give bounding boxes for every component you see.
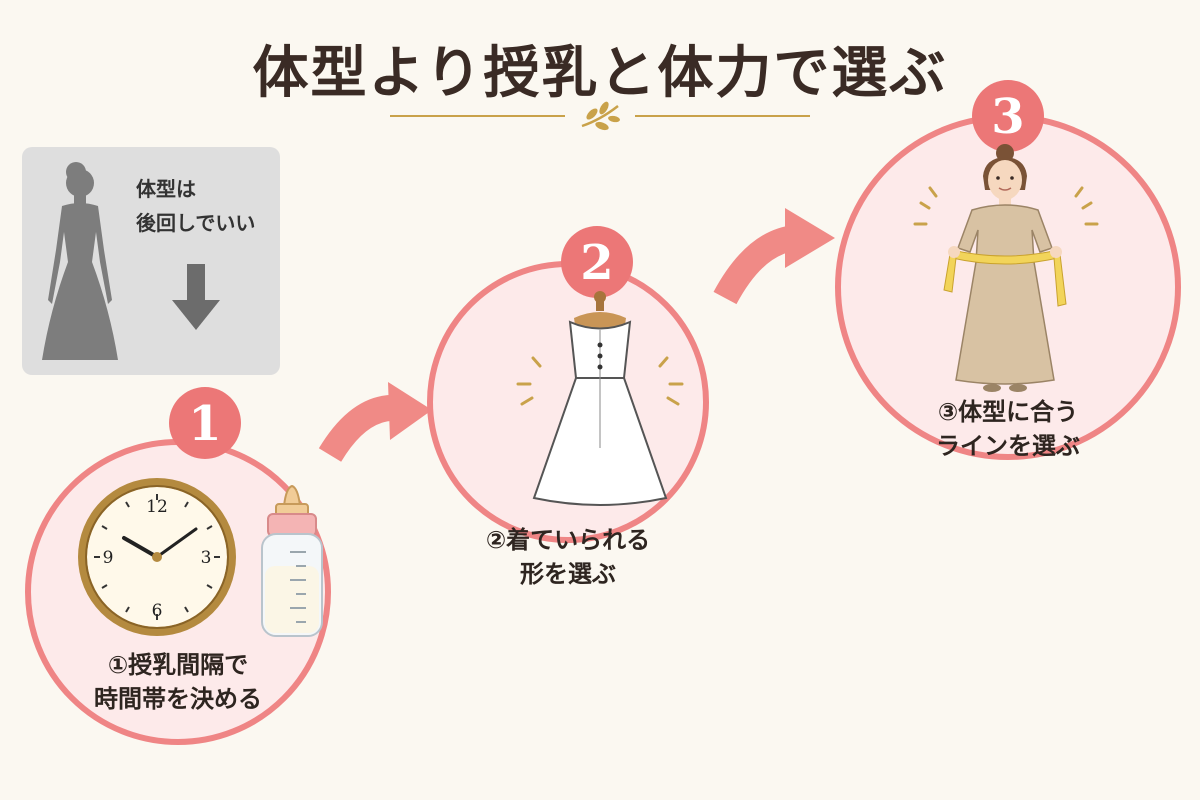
- down-arrow-icon: [172, 264, 220, 330]
- page-title: 体型より授乳と体力で選ぶ: [252, 40, 948, 106]
- clock-number-6: 6: [152, 601, 163, 621]
- aside-box: [22, 147, 280, 375]
- dress-on-mannequin-icon: [516, 291, 684, 506]
- step-3-badge: 3: [972, 80, 1044, 152]
- step-2: 2: [427, 226, 709, 543]
- step-1-label-line-1: ①授乳間隔で: [107, 651, 249, 679]
- step-2-label: ②着ていられる 形を選ぶ: [448, 523, 688, 591]
- clock-number-3: 3: [201, 548, 212, 568]
- aside-line-2: 後回しでいい: [136, 211, 256, 235]
- step-3-label-line-2: ラインを選ぶ: [936, 432, 1080, 460]
- step-1-badge: 1: [169, 387, 241, 459]
- step-3-number: 3: [991, 89, 1024, 145]
- wall-clock-icon: 12 3 6 9: [78, 478, 236, 636]
- step-2-number: 2: [580, 235, 613, 291]
- baby-bottle-icon: [261, 484, 323, 637]
- step-1-label-line-2: 時間帯を決める: [94, 685, 262, 713]
- clock-number-9: 9: [103, 548, 114, 568]
- aside-note: 体型は 後回しでいい: [136, 172, 276, 240]
- clock-number-12: 12: [146, 497, 168, 517]
- person-silhouette-icon: [42, 162, 118, 360]
- step-3: 3: [835, 80, 1181, 460]
- title-divider: [390, 101, 810, 131]
- aside-line-1: 体型は: [136, 177, 196, 201]
- step-2-badge: 2: [561, 226, 633, 298]
- step-1-label: ①授乳間隔で 時間帯を決める: [28, 648, 328, 716]
- curved-arrow-2-to-3: [713, 208, 835, 305]
- step-1: 1: [25, 387, 331, 745]
- step-2-label-line-2: 形を選ぶ: [520, 560, 616, 588]
- curved-arrow-1-to-2: [318, 382, 432, 462]
- step-1-number: 1: [188, 396, 221, 452]
- woman-measuring-waist-icon: [913, 144, 1099, 392]
- step-3-label-line-1: ③体型に合う: [937, 398, 1079, 426]
- laurel-sprig-icon: [581, 101, 620, 131]
- step-3-label: ③体型に合う ラインを選ぶ: [888, 395, 1128, 463]
- step-2-label-line-1: ②着ていられる: [485, 526, 651, 554]
